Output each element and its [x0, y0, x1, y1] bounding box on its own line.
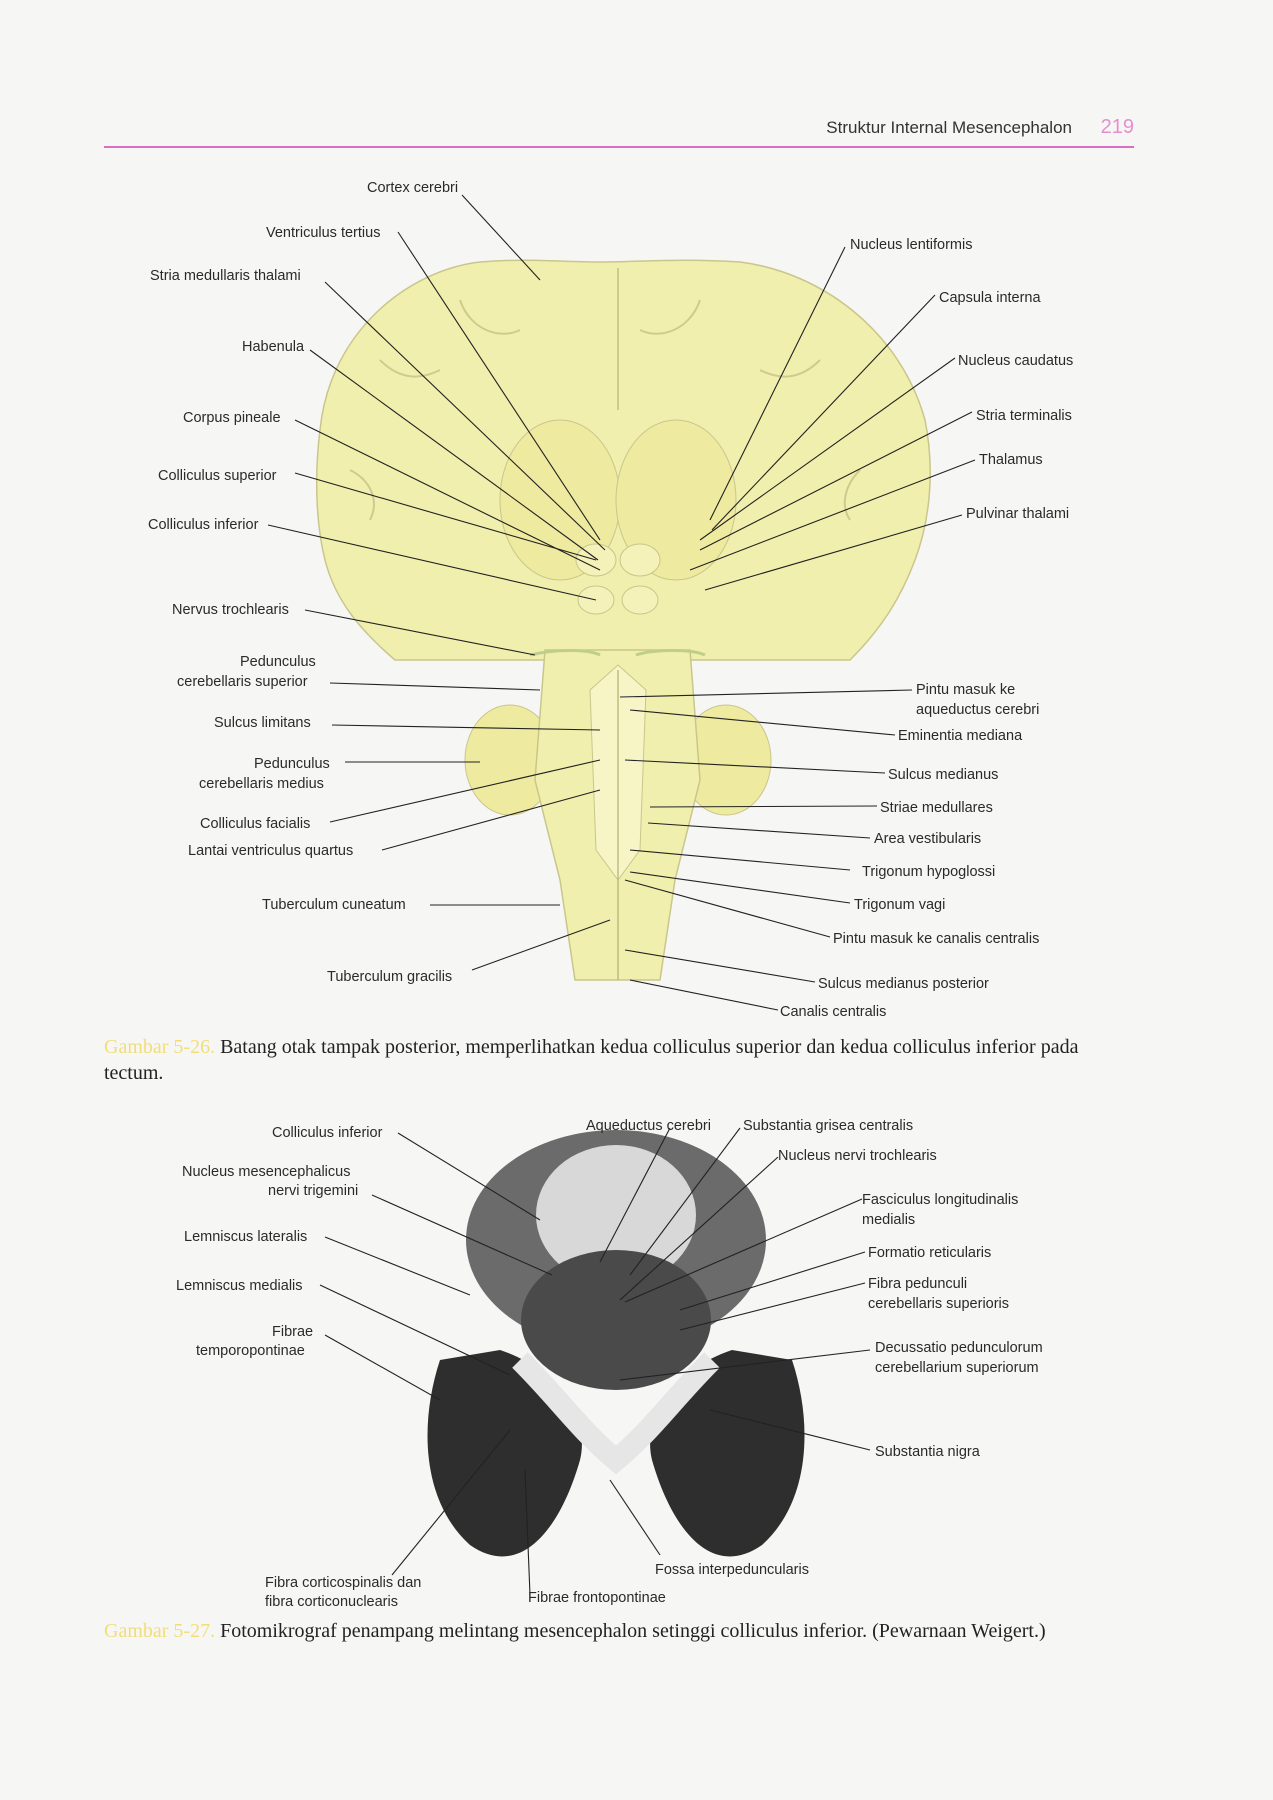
figure-5-26-caption: Gambar 5-26. Batang otak tampak posterio…	[104, 1034, 1104, 1086]
label-canalis-centralis: Canalis centralis	[780, 1004, 886, 1020]
label-sulcus-medianus: Sulcus medianus	[888, 767, 998, 783]
label-colliculus-superior: Colliculus superior	[158, 468, 277, 484]
caption-number-5-27: Gambar 5-27.	[104, 1620, 216, 1642]
figure-5-27-photomicrograph	[427, 1130, 805, 1557]
label-fasciculus-2: medialis	[862, 1212, 915, 1228]
label-colliculus-inferior-2: Colliculus inferior	[272, 1125, 383, 1141]
page-number: 219	[1100, 116, 1134, 138]
label-lemniscus-medialis: Lemniscus medialis	[176, 1278, 303, 1294]
label-nucleus-mesencephalicus-2: nervi trigemini	[268, 1183, 358, 1199]
figure-2-leader-lines	[319, 1127, 871, 1596]
label-sulcus-medianus-posterior: Sulcus medianus posterior	[818, 976, 989, 992]
label-pintu-aqueductus-2: aqueductus cerebri	[916, 702, 1039, 718]
label-tuberculum-gracilis: Tuberculum gracilis	[327, 969, 452, 985]
label-pedunculus-medius-1: Pedunculus	[254, 756, 330, 772]
label-thalamus: Thalamus	[979, 452, 1043, 468]
figure-2-labels-right: Aqueductus cerebri Substantia grisea cen…	[528, 1118, 1043, 1606]
label-fibra-corticospinalis-1: Fibra corticospinalis dan	[265, 1575, 421, 1591]
label-nucleus-mesencephalicus-1: Nucleus mesencephalicus	[182, 1164, 350, 1180]
label-fibrae-temporopontinae-1: Fibrae	[272, 1324, 313, 1340]
label-colliculus-inferior: Colliculus inferior	[148, 517, 259, 533]
label-substantia-nigra: Substantia nigra	[875, 1444, 981, 1460]
label-fossa-interpeduncularis: Fossa interpeduncularis	[655, 1562, 809, 1578]
label-tuberculum-cuneatum: Tuberculum cuneatum	[262, 897, 406, 913]
label-lemniscus-lateralis: Lemniscus lateralis	[184, 1229, 307, 1245]
label-capsula-interna: Capsula interna	[939, 290, 1041, 306]
label-fasciculus-1: Fasciculus longitudinalis	[862, 1192, 1018, 1208]
label-pintu-aqueductus-1: Pintu masuk ke	[916, 682, 1015, 698]
label-decussatio-2: cerebellarium superiorum	[875, 1360, 1039, 1376]
label-colliculus-facialis: Colliculus facialis	[200, 816, 310, 832]
label-pedunculus-superior-1: Pedunculus	[240, 654, 316, 670]
label-eminentia-mediana: Eminentia mediana	[898, 728, 1023, 744]
label-corpus-pineale: Corpus pineale	[183, 410, 281, 426]
figure-2-labels-left: Colliculus inferior Nucleus mesencephali…	[176, 1125, 421, 1610]
label-lantai-ventriculus-quartus: Lantai ventriculus quartus	[188, 843, 353, 859]
label-sulcus-limitans: Sulcus limitans	[214, 715, 311, 731]
label-habenula: Habenula	[242, 339, 305, 355]
label-nervus-trochlearis: Nervus trochlearis	[172, 602, 289, 618]
label-formatio-reticularis: Formatio reticularis	[868, 1245, 991, 1261]
label-pedunculus-medius-2: cerebellaris medius	[199, 776, 324, 792]
label-trigonum-hypoglossi: Trigonum hypoglossi	[862, 864, 995, 880]
label-decussatio-1: Decussatio pedunculorum	[875, 1340, 1043, 1356]
label-striae-medullares: Striae medullares	[880, 800, 993, 816]
label-fibra-pedunculi-2: cerebellaris superioris	[868, 1296, 1009, 1312]
label-fibrae-frontopontinae: Fibrae frontopontinae	[528, 1590, 666, 1606]
label-nucleus-lentiformis: Nucleus lentiformis	[850, 237, 973, 253]
caption-number-5-26: Gambar 5-26.	[104, 1036, 216, 1058]
label-pedunculus-superior-2: cerebellaris superior	[177, 674, 308, 690]
label-trigonum-vagi: Trigonum vagi	[854, 897, 945, 913]
label-ventriculus-tertius: Ventriculus tertius	[266, 225, 380, 241]
label-stria-terminalis: Stria terminalis	[976, 408, 1072, 424]
brainstem-illustration	[315, 259, 931, 981]
label-pintu-canalis-centralis: Pintu masuk ke canalis centralis	[833, 931, 1039, 947]
header-title: Struktur Internal Mesencephalon	[826, 118, 1072, 137]
figure-1-leader-lines	[267, 194, 976, 1011]
label-fibrae-temporopontinae-2: temporopontinae	[196, 1343, 305, 1359]
caption-text-5-27: Fotomikrograf penampang melintang mesenc…	[220, 1620, 1046, 1642]
label-fibra-pedunculi-1: Fibra pedunculi	[868, 1276, 967, 1292]
label-fibra-corticospinalis-2: fibra corticonuclearis	[265, 1594, 398, 1610]
label-substantia-grisea: Substantia grisea centralis	[743, 1118, 913, 1134]
label-pulvinar-thalami: Pulvinar thalami	[966, 506, 1069, 522]
running-header: Struktur Internal Mesencephalon 219	[104, 116, 1134, 148]
caption-text-5-26: Batang otak tampak posterior, memperliha…	[104, 1036, 1079, 1084]
label-nucleus-caudatus: Nucleus caudatus	[958, 353, 1073, 369]
figure-5-27-caption: Gambar 5-27. Fotomikrograf penampang mel…	[104, 1618, 1104, 1644]
label-cortex-cerebri: Cortex cerebri	[367, 180, 458, 196]
label-stria-medullaris: Stria medullaris thalami	[150, 268, 301, 284]
figure-1-labels-right: Nucleus lentiformis Capsula interna Nucl…	[780, 237, 1073, 1020]
label-area-vestibularis: Area vestibularis	[874, 831, 981, 847]
figure-1-labels-left: Cortex cerebri Ventriculus tertius Stria…	[148, 180, 458, 985]
label-nucleus-trochlearis: Nucleus nervi trochlearis	[778, 1148, 937, 1164]
label-aqueductus-cerebri: Aqueductus cerebri	[586, 1118, 711, 1134]
